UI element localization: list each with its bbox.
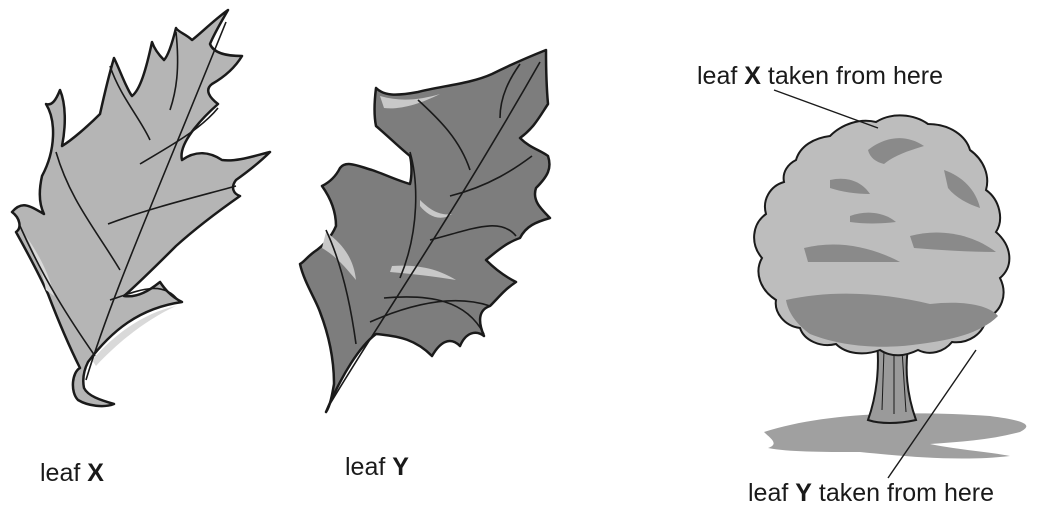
tree (753, 114, 1027, 459)
tree-crown-shading (786, 138, 998, 347)
leaf-y-blade (298, 48, 552, 414)
leaf-x (10, 8, 272, 408)
leaf-y-source-letter: Y (795, 479, 812, 507)
leaf-x-source-suffix: taken from here (760, 62, 943, 90)
leaf-y-source-label: leaf Y taken from here (748, 481, 994, 506)
leaf-y-source-suffix: taken from here (811, 479, 994, 507)
pointer-line-y (887, 349, 977, 479)
leaf-x-label-letter: X (87, 459, 104, 487)
pointer-line-x (773, 89, 879, 129)
leaf-y-source-prefix: leaf (748, 479, 796, 507)
tree-ground-shadow (764, 413, 1027, 459)
leaf-x-label-prefix: leaf (40, 459, 88, 487)
leaf-y-label-prefix: leaf (345, 453, 393, 481)
leaf-x-source-letter: X (744, 62, 761, 90)
leaf-x-source-prefix: leaf (697, 62, 745, 90)
leaf-y-label-letter: Y (392, 453, 409, 481)
tree-trunk-bark (881, 346, 907, 414)
leaf-y-veins (325, 61, 541, 405)
leaf-x-label: leaf X (40, 461, 104, 486)
leaf-x-blade (10, 8, 272, 408)
tree-trunk (866, 335, 918, 424)
leaf-x-source-label: leaf X taken from here (697, 64, 943, 89)
leaf-y-label: leaf Y (345, 455, 409, 480)
leaf-x-veins (19, 21, 237, 381)
leaf-y (298, 48, 552, 414)
